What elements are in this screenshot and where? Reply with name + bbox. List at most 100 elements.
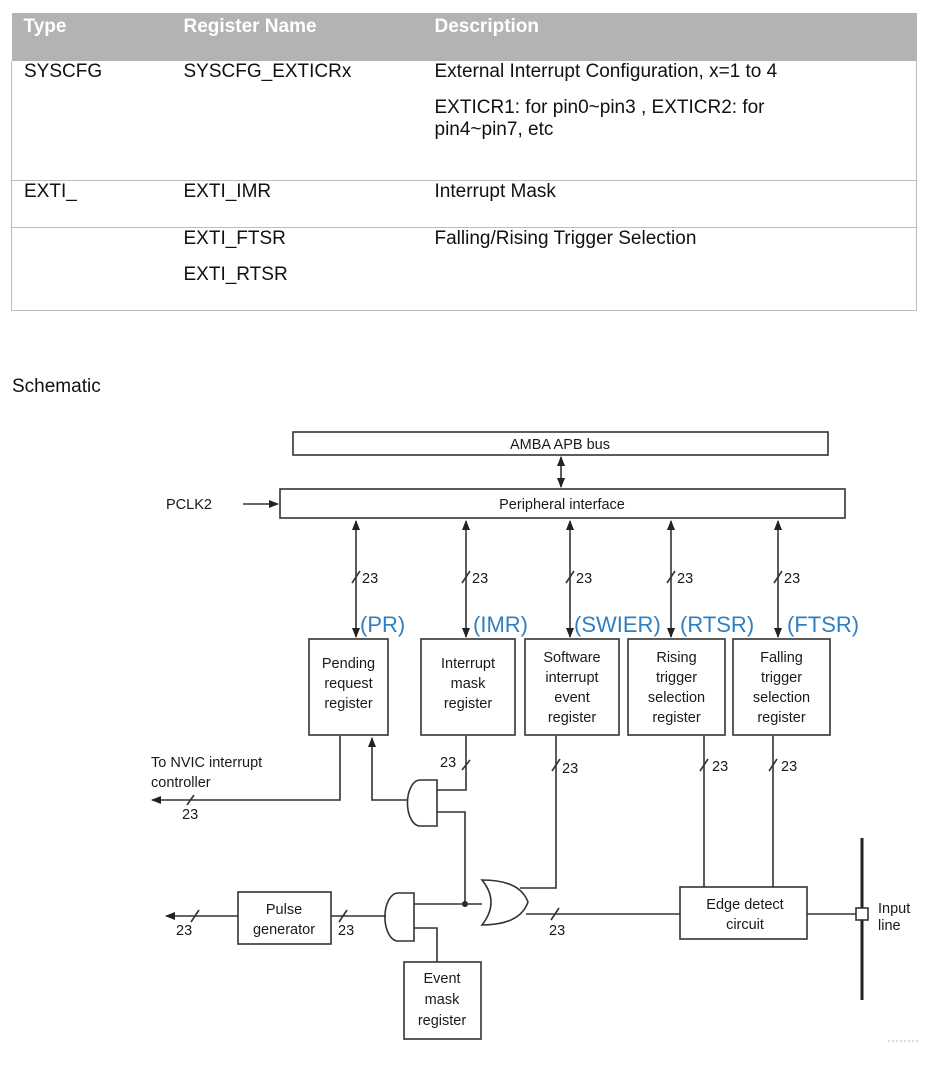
register-label: event (554, 690, 589, 706)
bus-slash (773, 570, 783, 584)
width-label: 23 (562, 761, 578, 777)
header-type: Type (11, 13, 172, 61)
width-label: 23 (176, 923, 192, 939)
register-label: selection (648, 690, 705, 706)
cell-description: External Interrupt Configuration, x=1 to… (422, 61, 917, 181)
cell-description: Falling/Rising Trigger Selection (422, 227, 917, 311)
bus-slash (550, 907, 560, 921)
cell-type: SYSCFG (11, 61, 172, 181)
nvic-label-line2: controller (151, 775, 211, 791)
and-gate-event (384, 892, 415, 942)
register-label: interrupt (545, 670, 598, 686)
nvic-output-wire (151, 736, 341, 804)
width-label: 23 (182, 807, 198, 823)
peripheral-interface-label: Peripheral interface (499, 497, 625, 513)
input-pin (855, 907, 869, 921)
or-gate (480, 879, 529, 926)
register-label: Rising (656, 650, 696, 666)
edge-detect-circuit-block (679, 886, 808, 940)
peripheral-interface-block (279, 488, 846, 519)
register-column: 23 (RTSR) Rising trigger selection register 23 (627, 520, 754, 887)
and-to-pr-wire (368, 737, 408, 801)
event-mask-wire (414, 927, 438, 962)
register-label: register (757, 710, 806, 726)
input-line-label: line (878, 918, 901, 934)
width-label: 23 (440, 755, 456, 771)
cell-register-name: EXTI_IMR (171, 180, 423, 228)
pulse-generator-block (237, 891, 332, 945)
cell-register-name: SYSCFG_EXTICRx (171, 61, 423, 181)
event-mask-label: Event (423, 971, 460, 987)
amba-apb-bus-label: AMBA APB bus (510, 437, 610, 453)
register-label: register (652, 710, 701, 726)
register-label: Falling (760, 650, 803, 666)
bus-slash (666, 570, 676, 584)
cell-type (11, 227, 172, 311)
register-table: Type Register Name Description SYSCFG SY… (11, 13, 917, 311)
register-column: 23(SWIER)Softwareinterrupteventregister2… (524, 520, 661, 777)
event-mask-register-block (403, 961, 482, 1040)
register-column: 23 (FTSR) Falling trigger selection register 2… (732, 520, 859, 887)
register-abbr: (SWIER) (574, 612, 661, 637)
register-label: Software (543, 650, 600, 666)
table-row: SYSCFG SYSCFG_EXTICRx External Interrupt… (11, 61, 917, 181)
register-abbr: (IMR) (473, 612, 528, 637)
width-label: 23 (549, 923, 565, 939)
register-block (308, 638, 389, 736)
and-lower-input-wire (437, 811, 466, 904)
bus-slash (565, 570, 575, 584)
register-label: selection (753, 690, 810, 706)
width-label: 23 (472, 571, 488, 587)
section-title-schematic: Schematic (12, 376, 101, 397)
register-columns: 23(PR)Pendingrequestregister23(IMR)Inter… (308, 520, 859, 887)
bus-slash (351, 570, 361, 584)
and-gate-interrupt (406, 779, 438, 827)
width-label: 23 (781, 759, 797, 775)
input-line-label: Input (878, 901, 910, 917)
edge-detect-label: Edge detect (706, 897, 783, 913)
bus-slash (461, 570, 471, 584)
register-label: register (324, 696, 373, 712)
width-label: 23 (362, 571, 378, 587)
pulse-generator-label: generator (253, 922, 315, 938)
cell-type: EXTI_ (11, 180, 172, 228)
register-label: request (324, 676, 372, 692)
register-label: register (444, 696, 493, 712)
header-register-name: Register Name (171, 13, 423, 61)
width-label: 23 (677, 571, 693, 587)
register-abbr: (FTSR) (787, 612, 859, 637)
bus-slash (699, 758, 709, 772)
width-label: 23 (712, 759, 728, 775)
nvic-label-line1: To NVIC interrupt (151, 755, 262, 771)
width-label: 23 (338, 923, 354, 939)
swier-to-or-wire (520, 736, 557, 889)
register-label: mask (451, 676, 486, 692)
imr-to-and-wire (437, 736, 467, 791)
bus-slash (186, 794, 195, 806)
table-header-row: Type Register Name Description (11, 13, 917, 61)
header-description: Description (422, 13, 917, 61)
table-row: EXTI_ EXTI_IMR Interrupt Mask (11, 180, 917, 228)
pclk2-label: PCLK2 (166, 497, 212, 513)
bus-slash (768, 758, 778, 772)
register-block (732, 638, 831, 736)
register-label: trigger (656, 670, 697, 686)
register-block (524, 638, 620, 736)
bus-slash (190, 909, 200, 923)
cell-register-name: EXTI_FTSR EXTI_RTSR (171, 227, 423, 311)
register-label: Interrupt (441, 656, 495, 672)
width-label: 23 (576, 571, 592, 587)
register-block (627, 638, 726, 736)
table-row: EXTI_FTSR EXTI_RTSR Falling/Rising Trigg… (11, 227, 917, 311)
cell-description: Interrupt Mask (422, 180, 917, 228)
bus-slash (461, 759, 471, 771)
register-block (420, 638, 516, 736)
event-mask-label: register (418, 1013, 467, 1029)
amba-apb-bus-block (292, 431, 829, 456)
register-label: trigger (761, 670, 802, 686)
width-label: 23 (784, 571, 800, 587)
register-abbr: (RTSR) (680, 612, 754, 637)
edge-detect-label: circuit (726, 917, 764, 933)
